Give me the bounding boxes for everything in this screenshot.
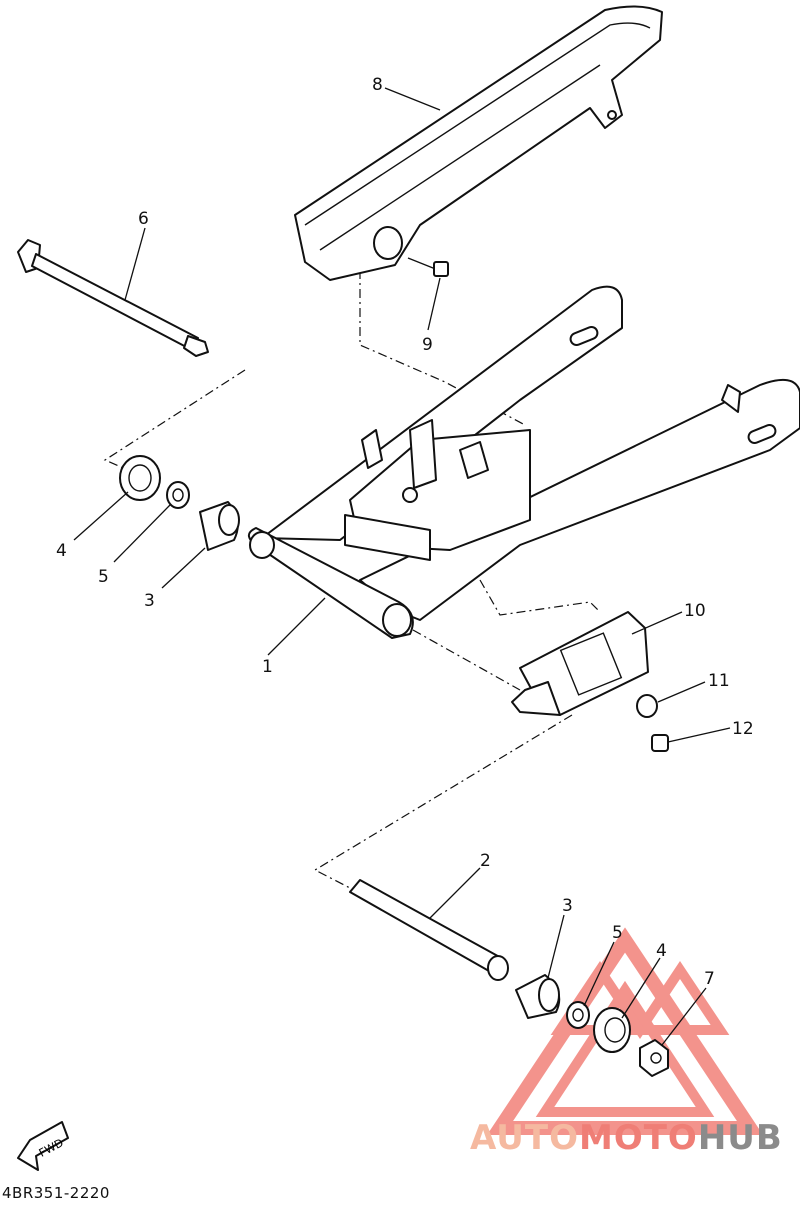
swing-arm-part xyxy=(248,285,800,639)
watermark-part-moto: MOTO xyxy=(578,1118,698,1158)
callout-5-lower: 5 xyxy=(612,923,623,943)
callout-11: 11 xyxy=(708,671,730,691)
callout-6: 6 xyxy=(138,209,149,229)
bolt-part-9 xyxy=(407,257,449,277)
callout-5-upper: 5 xyxy=(98,567,109,587)
pivot-shaft-part xyxy=(17,239,209,357)
callout-4-lower: 4 xyxy=(656,941,667,961)
shaft-part-2 xyxy=(349,879,509,981)
watermark-part-auto: AUTO xyxy=(470,1118,579,1158)
bolt-part-12 xyxy=(651,734,669,752)
diagram-code: 4BR351-2220 xyxy=(2,1184,110,1202)
callout-1: 1 xyxy=(262,657,273,677)
upper-bushing-set xyxy=(119,455,240,551)
chain-guide-part xyxy=(511,611,649,716)
callout-12: 12 xyxy=(732,719,754,739)
callout-2: 2 xyxy=(480,851,491,871)
chain-case-part xyxy=(294,5,663,281)
callout-9: 9 xyxy=(422,335,433,355)
leader-lines xyxy=(73,87,731,1046)
fwd-arrow-icon xyxy=(17,1121,69,1171)
callout-4-upper: 4 xyxy=(56,541,67,561)
callout-numbers: 8 6 9 4 5 3 1 10 11 12 2 3 5 4 7 xyxy=(56,75,754,989)
callout-8: 8 xyxy=(372,75,383,95)
collar-part-11 xyxy=(636,694,658,718)
lower-bushing-set xyxy=(515,974,669,1077)
callout-3-lower: 3 xyxy=(562,896,573,916)
watermark-part-hub: HUB xyxy=(697,1118,783,1158)
callout-3-upper: 3 xyxy=(144,591,155,611)
watermark-brand-text: AUTOMOTOHUB xyxy=(470,1118,783,1158)
callout-7: 7 xyxy=(704,969,715,989)
callout-10: 10 xyxy=(684,601,706,621)
